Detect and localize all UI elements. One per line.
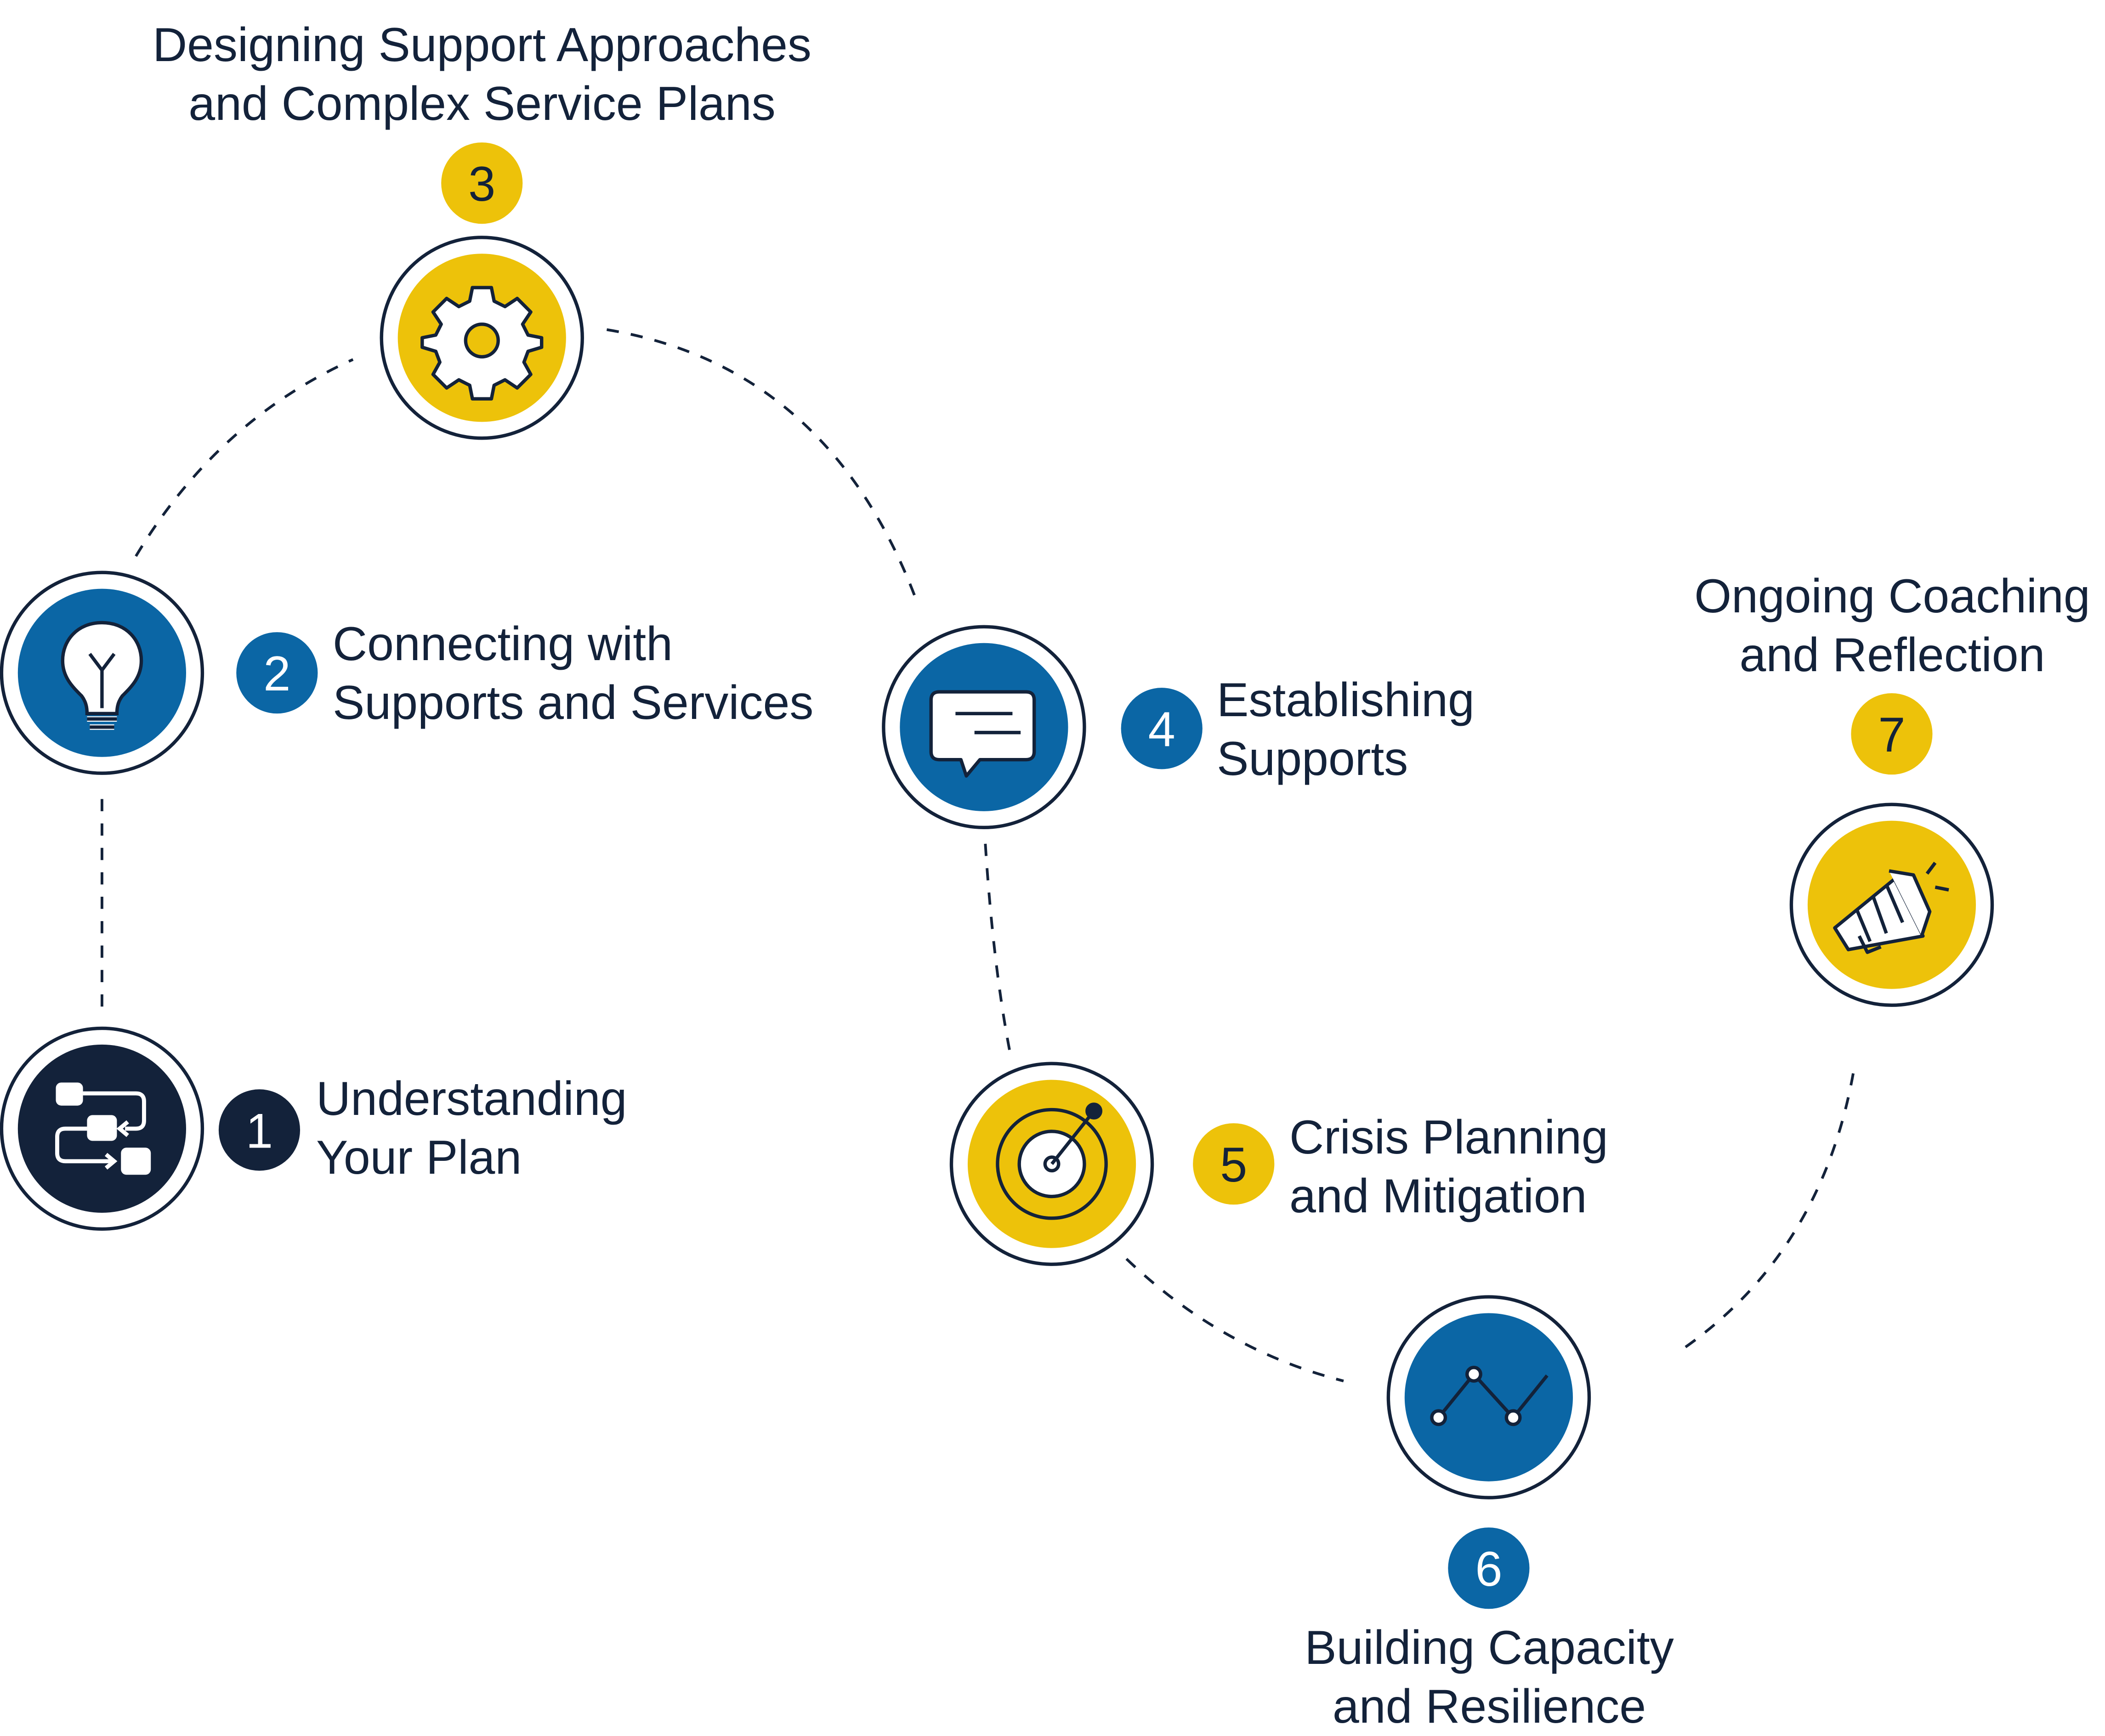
step-2-node bbox=[0, 571, 204, 775]
step-1-number: 1 bbox=[246, 1103, 273, 1158]
step-2-badge: 2 bbox=[236, 632, 318, 714]
step-6-node bbox=[1386, 1295, 1591, 1499]
step-6-label-line-1: Building Capacity bbox=[1305, 1621, 1674, 1674]
step-5-label-line-1: Crisis Planning bbox=[1289, 1111, 1608, 1164]
step-7-number: 7 bbox=[1878, 707, 1905, 762]
step-1-label: Understanding Your Plan bbox=[316, 1069, 627, 1187]
step-6-label: Building Capacity and Resilience bbox=[1214, 1618, 1765, 1736]
connector-5-6 bbox=[1125, 1258, 1344, 1383]
step-4-badge: 4 bbox=[1121, 688, 1203, 769]
line-graph-icon bbox=[1430, 1365, 1549, 1426]
megaphone-icon bbox=[1833, 861, 1949, 954]
step-4-label-line-2: Supports bbox=[1217, 732, 1408, 786]
step-4-label: Establishing Supports bbox=[1217, 671, 1475, 788]
step-5-node bbox=[949, 1062, 1154, 1266]
gear-icon bbox=[420, 286, 544, 401]
connector-6-7 bbox=[1685, 1062, 1857, 1348]
connector-lines bbox=[100, 328, 1857, 1383]
step-3-label-line-1: Designing Support Approaches bbox=[153, 18, 811, 72]
step-7-badge: 7 bbox=[1851, 693, 1933, 775]
step-5-label: Crisis Planning and Mitigation bbox=[1289, 1108, 1608, 1226]
step-6-badge: 6 bbox=[1448, 1527, 1530, 1609]
step-4-label-line-1: Establishing bbox=[1217, 673, 1475, 727]
connector-2-3 bbox=[135, 358, 354, 557]
step-5-badge: 5 bbox=[1193, 1123, 1275, 1205]
step-1-label-line-2: Your Plan bbox=[316, 1131, 522, 1184]
connector-3-4 bbox=[606, 328, 918, 600]
step-7-label: Ongoing Coaching and Reflection bbox=[1662, 567, 2105, 684]
connector-4-5 bbox=[984, 843, 1013, 1058]
step-5-number: 5 bbox=[1220, 1137, 1247, 1192]
step-2-label: Connecting with Supports and Services bbox=[333, 615, 813, 732]
flowchart-icon bbox=[55, 1082, 151, 1175]
step-3-node bbox=[380, 236, 584, 440]
step-1-badge: 1 bbox=[218, 1089, 301, 1171]
step-7-label-line-1: Ongoing Coaching bbox=[1694, 570, 2090, 623]
step-3-label-line-2: and Complex Service Plans bbox=[188, 77, 776, 130]
step-4-number: 4 bbox=[1148, 702, 1175, 757]
step-7-node bbox=[1789, 803, 1994, 1007]
step-1-node bbox=[0, 1026, 204, 1231]
step-3-badge: 3 bbox=[441, 142, 523, 224]
step-2-label-line-2: Supports and Services bbox=[333, 676, 814, 729]
step-6-label-line-2: and Resilience bbox=[1332, 1680, 1646, 1733]
step-2-label-line-1: Connecting with bbox=[333, 617, 673, 671]
lightbulb-icon bbox=[61, 621, 143, 730]
step-5-label-line-2: and Mitigation bbox=[1289, 1170, 1587, 1223]
step-4-node bbox=[882, 625, 1086, 830]
step-3-number: 3 bbox=[468, 157, 495, 211]
step-3-label: Designing Support Approaches and Complex… bbox=[114, 16, 850, 133]
target-icon bbox=[996, 1103, 1108, 1220]
step-1-label-line-1: Understanding bbox=[316, 1072, 627, 1125]
step-7-label-line-2: and Reflection bbox=[1739, 628, 2045, 682]
step-6-number: 6 bbox=[1475, 1542, 1502, 1596]
chat-bubble-icon bbox=[929, 690, 1036, 778]
step-2-number: 2 bbox=[263, 646, 290, 701]
